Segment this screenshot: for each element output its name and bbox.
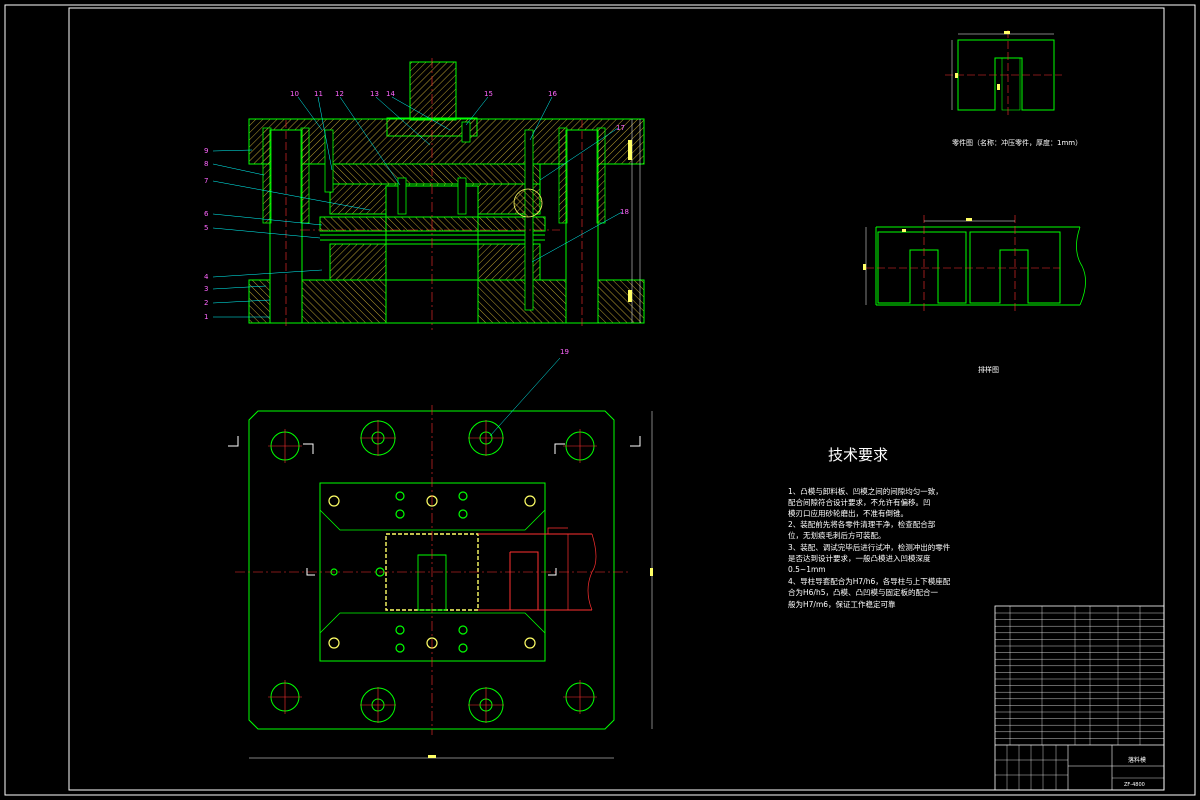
part-view [945, 30, 1062, 118]
balloon-7: 7 [204, 177, 208, 185]
balloon-6: 6 [204, 210, 209, 218]
tech-line: 2、装配前先将各零件清理干净，检查配合部 [788, 519, 936, 529]
balloon-4: 4 [204, 273, 209, 281]
tech-line: 4、导柱导套配合为H7/h6，各导柱与上下模座配 [788, 576, 951, 586]
balloon-14: 14 [386, 90, 395, 98]
strip-caption: 排样图 [978, 365, 999, 374]
part-view-caption: 零件图（名称：冲压零件，厚度：1mm） [952, 138, 1082, 147]
tech-line: 位，无划痕毛刺后方可装配。 [788, 530, 886, 540]
tech-line: 0.5~1mm [788, 565, 826, 574]
balloon-12: 12 [335, 90, 344, 98]
inner-border [68, 7, 1165, 791]
tech-line: 1、凸模与卸料板、凹模之间的间隙均匀一致， [788, 486, 943, 496]
section-view [212, 58, 645, 330]
balloon-8: 8 [204, 160, 208, 168]
tech-line: 般为H7/m6，保证工作稳定可靠 [788, 599, 896, 609]
drawing-name: 落料模 [1128, 756, 1146, 764]
balloon-labels: 1 2 3 4 5 6 7 8 9 10 11 12 13 14 15 16 1… [204, 90, 629, 356]
balloon-2: 2 [204, 299, 208, 307]
plan-view [228, 357, 653, 759]
balloon-16: 16 [548, 90, 557, 98]
balloon-19: 19 [560, 348, 569, 356]
balloon-13: 13 [370, 90, 379, 98]
title-block: 落料模 ZF-4800 [994, 605, 1165, 791]
outer-border [4, 4, 1196, 796]
tech-line: 是否达到设计要求，一般凸模进入凹模深度 [788, 553, 931, 563]
balloon-17: 17 [616, 124, 625, 132]
balloon-18: 18 [620, 208, 629, 216]
drawing-number: ZF-4800 [1124, 782, 1145, 788]
balloon-1: 1 [204, 313, 208, 321]
strip-layout [863, 215, 1086, 312]
balloon-5: 5 [204, 224, 208, 232]
tech-line: 配合间隙符合设计要求，不允许有偏移。凹 [788, 497, 931, 507]
tech-requirements: 技术要求 1、凸模与卸料板、凹模之间的间隙均匀一致， 配合间隙符合设计要求，不允… [788, 446, 951, 609]
tech-line: 合为H6/h5，凸模、凸凹模与固定板的配合一 [788, 587, 938, 597]
tech-line: 3、装配、调试完毕后进行试冲，检测冲出的零件 [788, 542, 951, 552]
balloon-10: 10 [290, 90, 299, 98]
balloon-3: 3 [204, 285, 208, 293]
balloon-11: 11 [314, 90, 323, 98]
balloon-9: 9 [204, 147, 208, 155]
balloon-15: 15 [484, 90, 493, 98]
tech-line: 模刃口应用砂轮磨出，不准有倒锥。 [788, 508, 908, 518]
tech-title: 技术要求 [828, 446, 888, 464]
